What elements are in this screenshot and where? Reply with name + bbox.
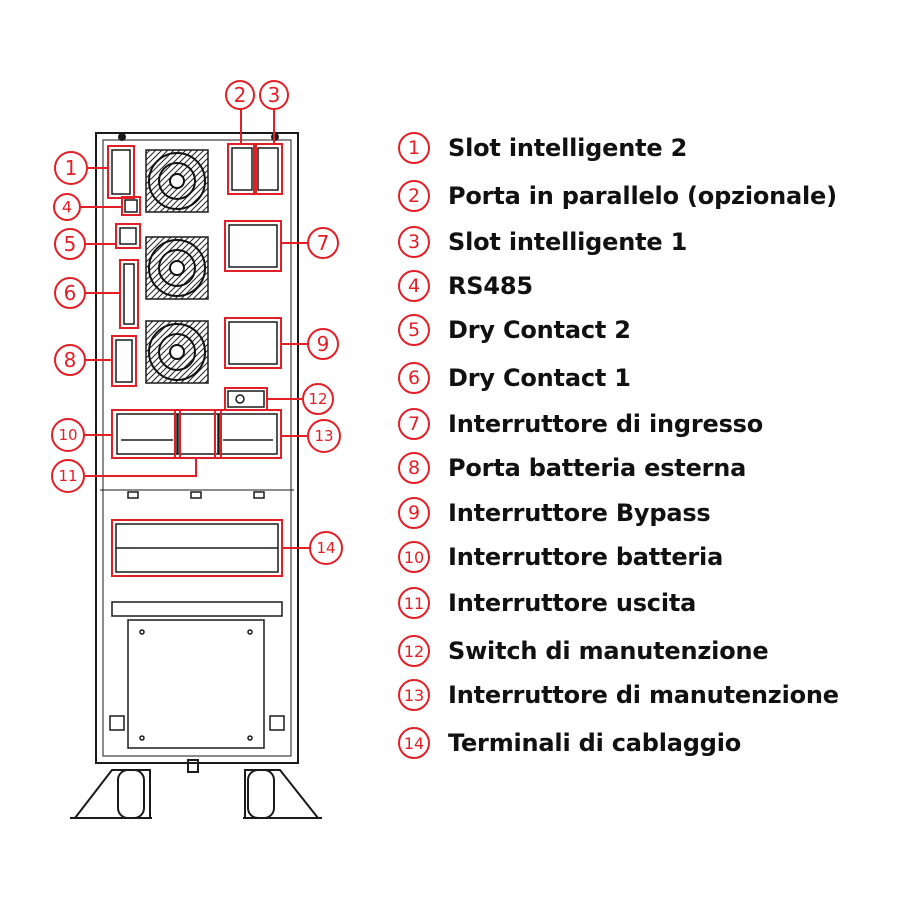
maintenance-switch [227,390,265,408]
rs485-port [124,199,138,213]
input-switch-box [228,224,278,268]
legend-label: Slot intelligente 1 [448,228,688,256]
legend-label: Interruttore di manutenzione [448,681,839,709]
cabinet-feet [70,759,322,819]
intelligent-slot-1 [257,147,279,191]
callout-labels: 1 4 5 6 8 2 3 7 9 12 10 11 13 14 [58,83,335,557]
callout-label-14: 14 [316,539,335,557]
callout-13 [307,419,341,453]
bypass-switch-box [228,321,278,365]
legend-item: 2 Porta in parallelo (opzionale) [398,176,837,216]
callout-label-6: 6 [64,281,77,305]
legend-label: Interruttore batteria [448,543,724,571]
battery-port [115,339,133,383]
legend-item: 9 Interruttore Bypass [398,493,711,533]
legend-number-badge: 13 [398,679,430,711]
legend-number-badge: 5 [398,314,430,346]
callout-1 [54,151,88,185]
legend-label: Interruttore Bypass [448,499,711,527]
legend-number-badge: 1 [398,132,430,164]
legend-item: 14 Terminali di cablaggio [398,723,741,763]
callout-6 [54,277,86,309]
legend-item: 5 Dry Contact 2 [398,310,631,350]
legend-item: 7 Interruttore di ingresso [398,404,763,444]
cooling-fans [145,149,209,384]
callout-14 [309,531,343,565]
dry-contact-1 [123,263,135,325]
legend-item: 13 Interruttore di manutenzione [398,675,839,715]
legend-label: Dry Contact 1 [448,364,631,392]
legend-item: 8 Porta batteria esterna [398,448,746,488]
legend-number-badge: 8 [398,452,430,484]
callout-4 [53,193,81,221]
bottom-cover [127,619,265,749]
legend-number-badge: 10 [398,541,430,573]
callout-2 [225,80,255,110]
legend-number-badge: 9 [398,497,430,529]
panel-components [109,147,285,749]
legend-label: Terminali di cablaggio [448,729,742,757]
callout-label-11: 11 [58,467,77,485]
callout-label-9: 9 [317,332,330,356]
legend-number-badge: 14 [398,727,430,759]
callout-11 [51,459,85,493]
callout-numbers [51,80,343,565]
legend-label: Interruttore uscita [448,589,697,617]
fan [145,236,209,300]
callout-10 [51,418,85,452]
parallel-port [231,147,253,191]
callout-label-2: 2 [234,83,247,107]
legend-number-badge: 4 [398,270,430,302]
legend-item: 3 Slot intelligente 1 [398,222,687,262]
fan [145,320,209,384]
legend-item: 11 Interruttore uscita [398,583,696,623]
legend-number-badge: 3 [398,226,430,258]
callout-label-10: 10 [58,426,77,444]
legend-item: 12 Switch di manutenzione [398,631,769,671]
callout-label-7: 7 [317,231,330,255]
callout-label-5: 5 [64,232,77,256]
callout-highlights [80,108,310,577]
callout-9 [307,328,339,360]
legend-label: Slot intelligente 2 [448,134,688,162]
callout-12 [302,383,334,415]
callout-5 [54,228,86,260]
legend-label: Interruttore di ingresso [448,410,764,438]
legend-label: Switch di manutenzione [448,637,769,665]
callout-label-3: 3 [268,83,281,107]
callout-label-1: 1 [65,156,78,180]
legend-label: Porta in parallelo (opzionale) [448,182,837,210]
legend-number-badge: 6 [398,362,430,394]
callout-label-13: 13 [314,427,333,445]
legend-number-badge: 2 [398,180,430,212]
intelligent-slot-2 [111,149,131,195]
legend-item: 10 Interruttore batteria [398,537,723,577]
dry-contact-2 [119,227,137,245]
legend-number-badge: 12 [398,635,430,667]
legend-number-badge: 7 [398,408,430,440]
legend-item: 4 RS485 [398,266,533,306]
legend-label: RS485 [448,272,533,300]
callout-label-4: 4 [62,198,72,217]
callout-3 [259,80,289,110]
fan [145,149,209,213]
callout-label-12: 12 [308,390,327,408]
legend-label: Porta batteria esterna [448,454,747,482]
legend-item: 6 Dry Contact 1 [398,358,631,398]
callout-8 [54,344,86,376]
callout-7 [307,227,339,259]
legend-number-badge: 11 [398,587,430,619]
legend-label: Dry Contact 2 [448,316,631,344]
callout-label-8: 8 [64,348,77,372]
legend-item: 1 Slot intelligente 2 [398,128,687,168]
